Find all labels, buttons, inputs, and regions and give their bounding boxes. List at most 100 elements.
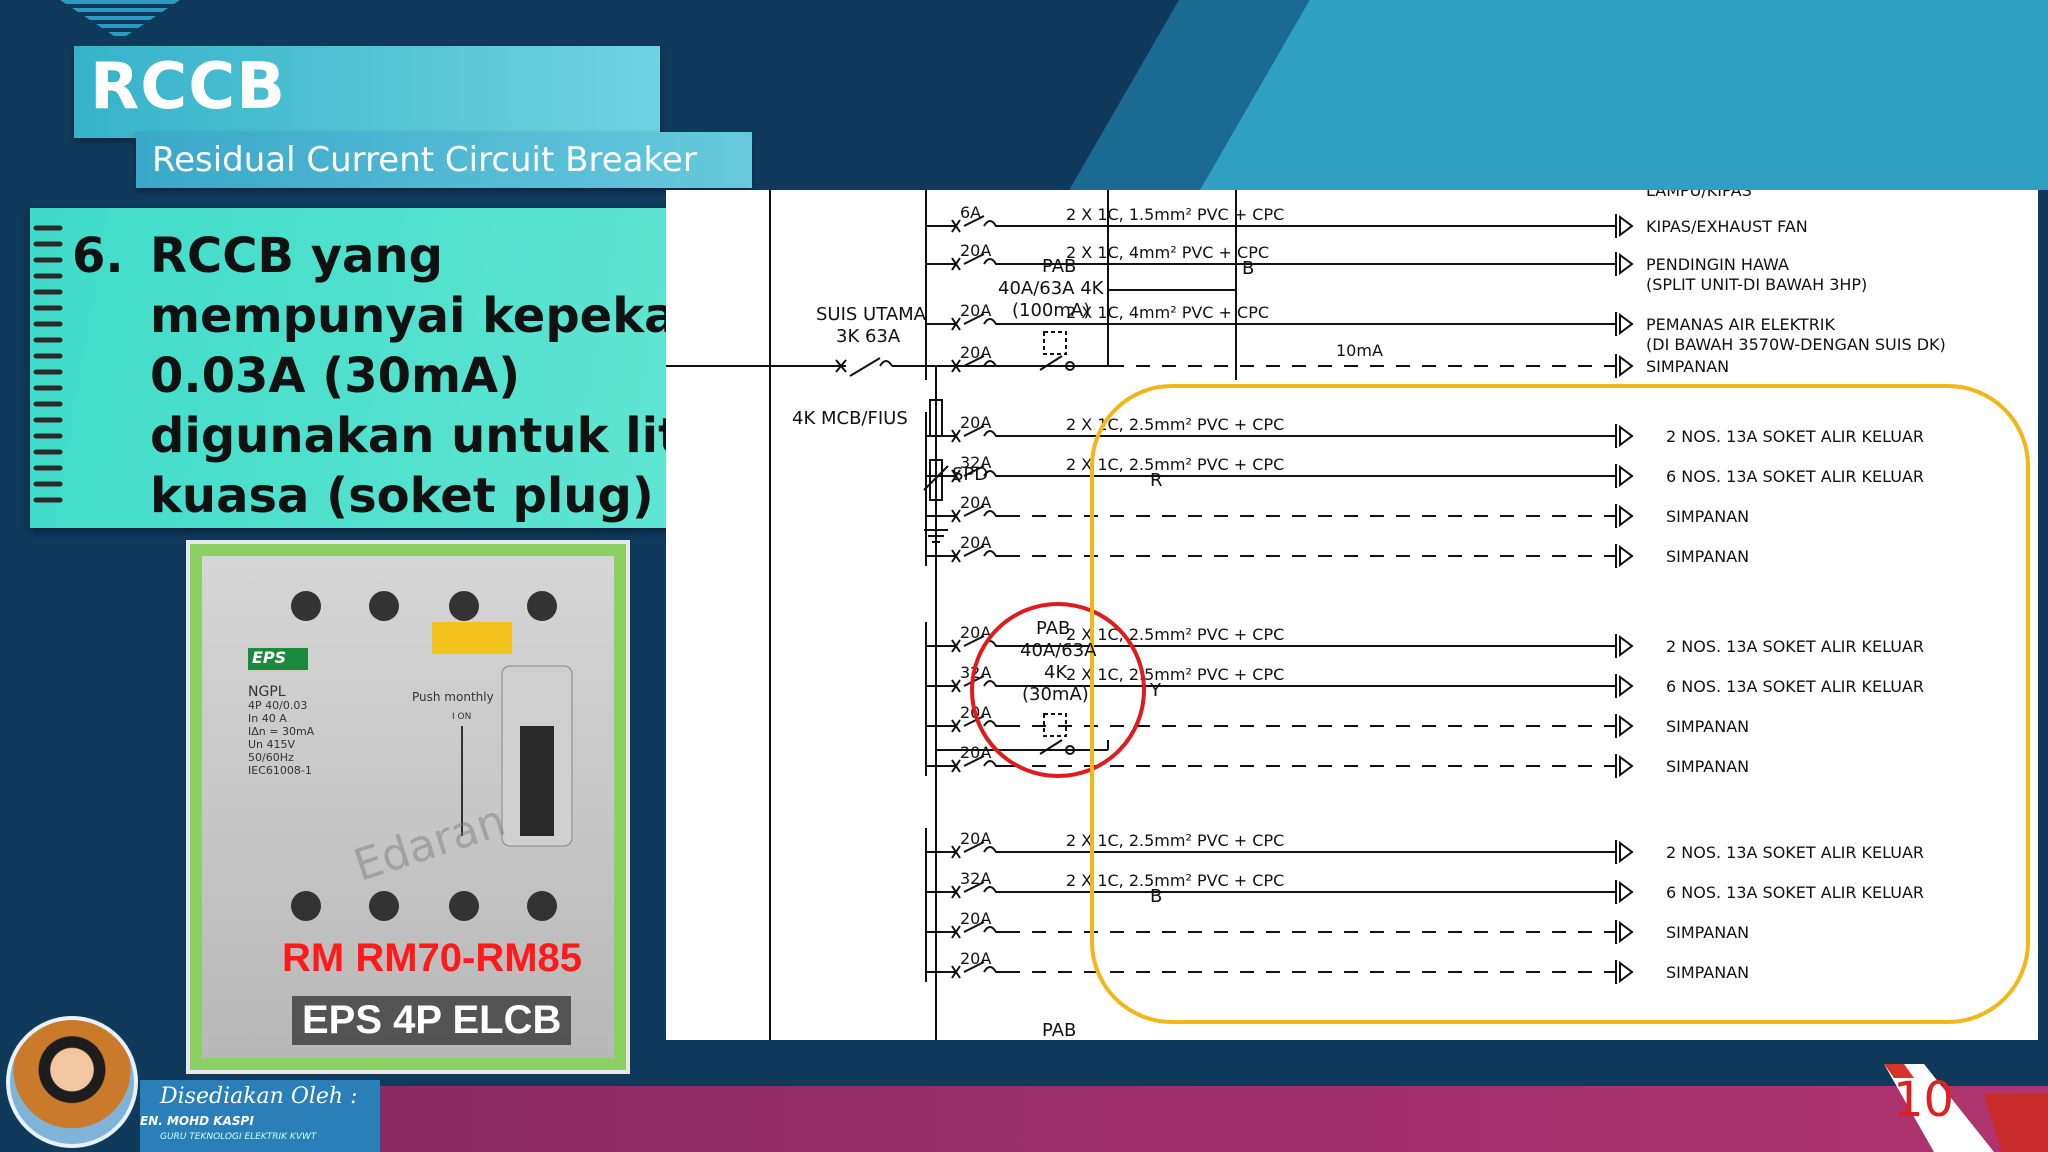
avatar <box>6 1016 138 1148</box>
main-switch-rating: 3K 63A <box>836 326 901 347</box>
model-text: NGPL 4P 40/0.03 In 40 A IΔn = 30mA Un 41… <box>248 685 315 777</box>
author-credit: Disediakan Oleh : EN. MOHD KASPI GURU TE… <box>140 1080 380 1152</box>
top-partial-label: LAMPU/KIPAS <box>1646 190 1752 200</box>
load-description: SIMPANAN <box>1646 357 1729 376</box>
pencil-icon <box>1884 1064 2048 1152</box>
cable-spec: 2 X 1C, 2.5mm² PVC + CPC <box>1066 415 1284 434</box>
pab-top-line2: 40A/63A 4K <box>998 278 1105 299</box>
breaker-symbol <box>926 215 1006 233</box>
outgoing-arrow-icon <box>1619 253 1634 275</box>
load-description: 6 NOS. 13A SOKET ALIR KELUAR <box>1666 883 1924 902</box>
slide-subtitle: Residual Current Circuit Breaker <box>152 140 697 180</box>
breaker-rating: 20A <box>960 623 991 642</box>
pab-top-line3: (100mA) <box>1012 300 1090 321</box>
model-line: 50/60Hz <box>248 751 294 764</box>
brand-label: EPS <box>252 648 287 667</box>
breaker-symbol <box>926 675 1006 693</box>
page-number: 10 <box>1893 1072 1955 1128</box>
load-description: 2 NOS. 13A SOKET ALIR KELUAR <box>1666 427 1924 446</box>
load-description: SIMPANAN <box>1666 963 1749 982</box>
model-line: Un 415V <box>248 738 296 751</box>
cable-spec: 2 X 1C, 2.5mm² PVC + CPC <box>1066 831 1284 850</box>
load-description: 2 NOS. 13A SOKET ALIR KELUAR <box>1666 843 1924 862</box>
breaker-rating: 20A <box>960 829 991 848</box>
rccb-30ma-symbol <box>1039 713 1075 755</box>
outgoing-arrow-icon <box>1619 675 1634 697</box>
outgoing-arrow-icon <box>1619 961 1634 983</box>
cable-spec: 2 X 1C, 2.5mm² PVC + CPC <box>1066 871 1284 890</box>
rccb-product-photo: EPS Push monthly I ON NGPL 4P 40/0.03 In… <box>186 540 630 1074</box>
breaker-symbol <box>926 961 1006 979</box>
pab-rccb-line3: 4K <box>1044 662 1068 683</box>
breaker-rating: 20A <box>960 301 991 320</box>
breaker-symbol <box>926 545 1006 563</box>
breaker-symbol <box>926 505 1006 523</box>
breaker-rating: 20A <box>960 909 991 928</box>
model-line: In 40 A <box>248 712 287 725</box>
rccb-device: EPS Push monthly I ON NGPL 4P 40/0.03 In… <box>202 556 614 1058</box>
outgoing-arrow-icon <box>1619 425 1634 447</box>
ten-ma-label: 10mA <box>1336 341 1383 360</box>
load-description: SIMPANAN <box>1666 547 1749 566</box>
load-description: SIMPANAN <box>1666 757 1749 776</box>
pab-top-symbol <box>1039 331 1075 371</box>
outgoing-arrow-icon <box>1619 505 1634 527</box>
load-description: SIMPANAN <box>1666 507 1749 526</box>
breaker-rating: 20A <box>960 533 991 552</box>
breaker-symbol <box>926 425 1006 443</box>
breaker-rating: 6A <box>960 203 981 222</box>
cable-spec: 2 X 1C, 2.5mm² PVC + CPC <box>1066 665 1284 684</box>
breaker-rating: 32A <box>960 453 991 472</box>
load-description: PEMANAS AIR ELEKTRIK <box>1646 315 1836 334</box>
outgoing-arrow-icon <box>1619 355 1634 377</box>
load-description: SIMPANAN <box>1666 717 1749 736</box>
footer-bar <box>380 1086 2048 1152</box>
rccb-highlight-circle <box>970 602 1146 778</box>
load-description: KIPAS/EXHAUST FAN <box>1646 217 1808 236</box>
outgoing-arrow-icon <box>1619 635 1634 657</box>
breaker-symbol <box>926 635 1006 653</box>
spd-label: SPD <box>952 464 988 485</box>
load-description: PENDINGIN HAWA <box>1646 255 1789 274</box>
breaker-rating: 20A <box>960 949 991 968</box>
pab-rccb-line4: (30mA) <box>1022 684 1089 705</box>
title-banner: RCCB <box>74 46 660 138</box>
spiral-binding-icon <box>33 225 63 503</box>
outgoing-arrow-icon <box>1619 313 1634 335</box>
model-line: IEC61008-1 <box>248 764 312 777</box>
breaker-rating: 20A <box>960 343 991 362</box>
outgoing-arrow-icon <box>1619 841 1634 863</box>
cable-spec: 2 X 1C, 2.5mm² PVC + CPC <box>1066 455 1284 474</box>
load-description: 6 NOS. 13A SOKET ALIR KELUAR <box>1666 467 1924 486</box>
breaker-rating: 20A <box>960 413 991 432</box>
breaker-rating: 20A <box>960 241 991 260</box>
breaker-symbol <box>926 313 1006 331</box>
main-switch-symbol <box>835 357 893 377</box>
model-line: IΔn = 30mA <box>248 725 315 738</box>
outgoing-arrow-icon <box>1619 215 1634 237</box>
breaker-rating: 20A <box>960 743 991 762</box>
breaker-symbol <box>926 253 1006 271</box>
price-label: RM RM70-RM85 <box>282 936 583 980</box>
author-role: GURU TEKNOLOGI ELEKTRIK KVWT <box>160 1132 317 1142</box>
point-number: 6. <box>72 228 124 284</box>
point-text: RCCB yang mempunyai kepekaan 0.03A (30mA… <box>150 228 744 524</box>
pab-bottom-label: PAB <box>1042 1020 1076 1040</box>
load-description-sub: (SPLIT UNIT-DI BAWAH 3HP) <box>1646 275 1867 294</box>
load-description: SIMPANAN <box>1666 923 1749 942</box>
breaker-symbol <box>926 355 1006 373</box>
breaker-symbol <box>926 465 1006 483</box>
cable-spec: 2 X 1C, 1.5mm² PVC + CPC <box>1066 205 1284 224</box>
load-description: 2 NOS. 13A SOKET ALIR KELUAR <box>1666 637 1924 656</box>
pab-rccb-line1: PAB <box>1036 618 1070 639</box>
load-description-sub: (DI BAWAH 3570W-DENGAN SUIS DK) <box>1646 335 1946 354</box>
cable-spec: 2 X 1C, 4mm² PVC + CPC <box>1066 303 1269 322</box>
bg-top-right-band <box>1070 0 2048 190</box>
outgoing-arrow-icon <box>1619 715 1634 737</box>
outgoing-arrow-icon <box>1619 545 1634 567</box>
on-label: I ON <box>452 712 472 722</box>
outgoing-arrow-icon <box>1619 921 1634 943</box>
breaker-symbol <box>926 881 1006 899</box>
